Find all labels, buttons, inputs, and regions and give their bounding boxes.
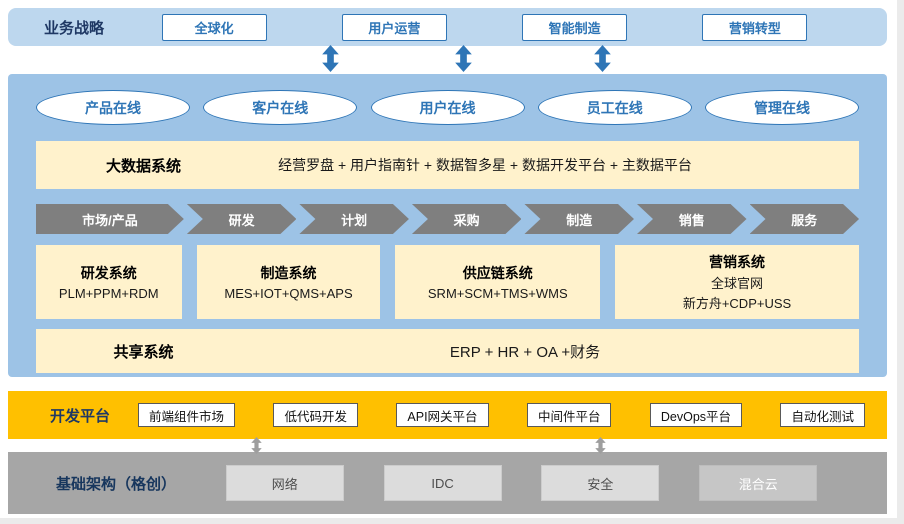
dev-item-api-gateway: API网关平台: [396, 403, 489, 427]
bigdata-content: 经营罗盘 + 用户指南针 + 数据智多星 + 数据开发平台 + 主数据平台: [278, 157, 692, 173]
shared-system-title: 共享系统: [113, 343, 174, 361]
system-title: 制造系统: [260, 265, 317, 281]
oval-employee-online: 员工在线: [537, 90, 692, 125]
system-box-supply-chain: 供应链系统 SRM+SCM+TMS+WMS: [395, 245, 601, 319]
value-chain-row: 市场/产品 研发 计划 采购 制造 销售 服务: [36, 204, 859, 234]
system-title: 营销系统: [709, 254, 766, 270]
online-ovals-row: 产品在线 客户在线 用户在线 员工在线 管理在线: [36, 90, 859, 125]
infra-item-hybrid-cloud: 混合云: [699, 465, 818, 501]
double-arrow-icon: [455, 45, 472, 72]
dev-item-automated-testing: 自动化测试: [780, 403, 865, 427]
chevron-planning: 计划: [299, 204, 409, 234]
shared-system-box: 共享系统 ERP + HR + OA +财务: [36, 329, 859, 373]
dev-platform-items: 前端组件市场 低代码开发 API网关平台 中间件平台 DevOps平台 自动化测…: [138, 403, 865, 427]
chevron-market-product: 市场/产品: [36, 204, 184, 234]
system-content: 全球官网: [711, 276, 764, 291]
dev-platform-label: 开发平台: [50, 407, 111, 425]
infrastructure-bar: 基础架构（格创） 网络 IDC 安全 混合云: [8, 452, 887, 514]
bigdata-title: 大数据系统: [105, 157, 181, 175]
system-box-manufacturing: 制造系统 MES+IOT+QMS+APS: [196, 245, 381, 319]
dev-item-low-code: 低代码开发: [273, 403, 358, 427]
dev-platform-bar: 开发平台 前端组件市场 低代码开发 API网关平台 中间件平台 DevOps平台…: [8, 391, 887, 439]
system-content: PLM+PPM+RDM: [58, 286, 159, 301]
infra-item-network: 网络: [225, 465, 344, 501]
double-arrow-icon: [322, 45, 339, 72]
dev-item-devops: DevOps平台: [649, 403, 743, 427]
chevron-rnd: 研发: [187, 204, 297, 234]
oval-product-online: 产品在线: [36, 90, 190, 125]
system-content: MES+IOT+QMS+APS: [224, 286, 353, 301]
system-content: 新方舟+CDP+USS: [682, 296, 792, 311]
strategy-item-marketing-transformation: 营销转型: [702, 13, 808, 41]
chevron-service: 服务: [750, 204, 860, 234]
infra-item-security: 安全: [541, 465, 660, 501]
strategy-label: 业务战略: [44, 19, 105, 37]
infrastructure-items: 网络 IDC 安全 混合云: [186, 465, 857, 501]
system-title: 供应链系统: [462, 265, 533, 281]
connector-arrow-icon: [594, 437, 607, 454]
dev-item-frontend-components: 前端组件市场: [138, 403, 236, 427]
connector-arrow-icon: [250, 437, 263, 454]
system-box-marketing: 营销系统 全球官网 新方舟+CDP+USS: [615, 245, 859, 319]
system-box-rnd: 研发系统 PLM+PPM+RDM: [36, 245, 182, 319]
strategy-bar: 业务战略 全球化 用户运营 智能制造 营销转型: [8, 8, 887, 46]
infra-item-idc: IDC: [383, 465, 502, 501]
infrastructure-label: 基础架构（格创）: [56, 475, 177, 493]
systems-row: 研发系统 PLM+PPM+RDM 制造系统 MES+IOT+QMS+APS 供应…: [36, 245, 859, 319]
shared-system-content: ERP + HR + OA +财务: [449, 343, 601, 361]
chevron-sales: 销售: [637, 204, 747, 234]
system-content: SRM+SCM+TMS+WMS: [427, 286, 568, 301]
oval-management-online: 管理在线: [705, 90, 859, 125]
chevron-procurement: 采购: [412, 204, 522, 234]
double-arrow-icon: [594, 45, 611, 72]
chevron-manufacturing: 制造: [524, 204, 634, 234]
system-title: 研发系统: [80, 265, 137, 281]
strategy-item-smart-manufacturing: 智能制造: [522, 13, 628, 41]
dev-item-middleware: 中间件平台: [526, 403, 612, 427]
oval-user-online: 用户在线: [370, 90, 525, 125]
oval-customer-online: 客户在线: [203, 90, 358, 125]
strategy-item-globalization: 全球化: [161, 13, 267, 41]
strategy-item-user-operations: 用户运营: [341, 13, 447, 41]
bigdata-box: 大数据系统 经营罗盘 + 用户指南针 + 数据智多星 + 数据开发平台 + 主数…: [36, 141, 859, 189]
strategy-items: 全球化 用户运营 智能制造 营销转型: [124, 13, 845, 41]
main-panel: 产品在线 客户在线 用户在线 员工在线 管理在线 大数据系统 经营罗盘 + 用户…: [8, 74, 887, 377]
